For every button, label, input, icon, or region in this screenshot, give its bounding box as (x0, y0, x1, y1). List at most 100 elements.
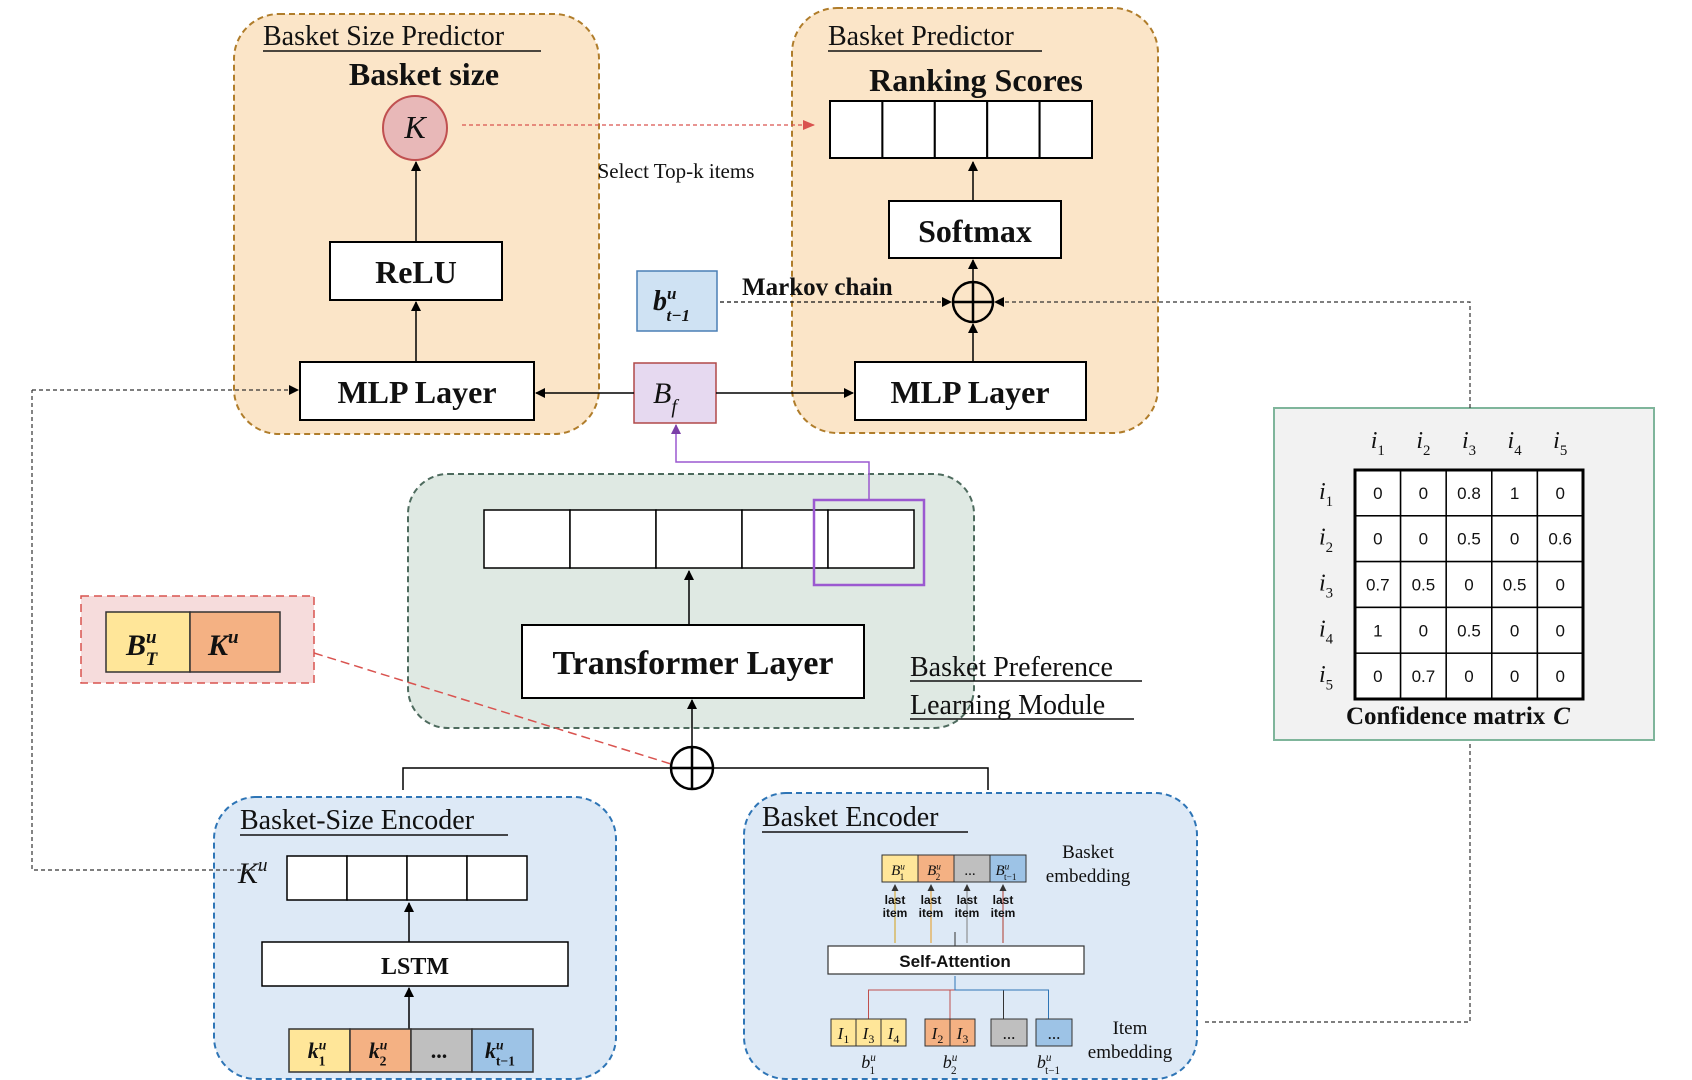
matrix-value: 1 (1510, 484, 1519, 503)
item-cell (990, 1018, 1028, 1047)
encoder-to-matrix-line (1205, 742, 1471, 1023)
matrix-value: 0.8 (1457, 484, 1481, 503)
matrix-cell (1536, 652, 1584, 700)
last-item-label: item (991, 906, 1016, 920)
matrix-cell (1399, 560, 1447, 609)
highlight-to-bf-arrow (671, 424, 870, 500)
item-label: I3 (956, 1024, 969, 1046)
preference-output-cells (483, 509, 915, 569)
matrix-cell (1536, 515, 1584, 563)
basket-embedding-label-line1: Basket (1062, 842, 1114, 863)
score-cell (986, 100, 1041, 159)
matrix-value: 0 (1419, 530, 1428, 549)
relu-box (329, 241, 503, 301)
matrix-value: 0.7 (1412, 667, 1436, 686)
last-item-label: last (957, 893, 978, 907)
matrix-value: 0 (1555, 621, 1564, 640)
matrix-cell (1536, 606, 1584, 654)
preference-cell (655, 509, 743, 569)
matrix-column-label: i3 (1462, 428, 1476, 459)
basket-encoder-title: Basket Encoder (762, 802, 939, 833)
select-topk-label: Select Top-k items (598, 159, 755, 183)
matrix-value: 0.5 (1457, 621, 1481, 640)
matrix-cell (1445, 606, 1493, 654)
matrix-column-label: i4 (1508, 428, 1523, 459)
last-item-label: item (955, 906, 980, 920)
size-encoder-title: Basket-Size Encoder (240, 805, 475, 836)
matrix-cell (1399, 652, 1447, 700)
basket-size-heading: Basket size (349, 56, 499, 92)
matrix-value: 0.6 (1548, 530, 1572, 549)
score-cell (933, 100, 989, 159)
legend-size-symbol: Ku (207, 627, 239, 662)
basket-size-input-cell (471, 1028, 534, 1073)
item-label: ... (1048, 1024, 1061, 1043)
matrix-column-label: i2 (1416, 428, 1430, 459)
basket-embedding-cell (917, 854, 955, 883)
item-cell (855, 1018, 882, 1047)
item-embedding-label-line1: Item (1113, 1018, 1148, 1039)
matrix-value: 1 (1373, 621, 1382, 640)
item-label: I3 (862, 1024, 875, 1046)
legend-connector (313, 652, 672, 765)
lstm-box (261, 941, 569, 987)
matrix-cell (1491, 560, 1539, 609)
basket-predictor-title: Basket Predictor (828, 21, 1015, 52)
matrix-row-label: i2 (1319, 525, 1333, 556)
matrix-row-label: i5 (1319, 662, 1333, 693)
ku-symbol: Ku (237, 855, 268, 890)
matrix-value: 0.5 (1412, 576, 1436, 595)
self-attention-label: Self-Attention (899, 952, 1010, 971)
matrix-cell (1354, 469, 1402, 517)
matrix-cell (1399, 515, 1447, 563)
basket-embedding-cell (881, 854, 919, 883)
item-label: I4 (887, 1024, 900, 1046)
preference-caption-line1: Basket Preference (910, 652, 1113, 683)
matrix-to-add-arrow (994, 297, 1471, 408)
score-cell (1038, 100, 1093, 159)
last-item-label: last (921, 893, 942, 907)
basket-mlp-box (854, 361, 1087, 421)
preference-cell (827, 509, 915, 569)
prev-basket-box (636, 270, 718, 332)
item-to-attention-lines (868, 976, 1049, 1019)
preference-caption-line2: Learning Module (910, 690, 1105, 721)
matrix-value: 0 (1464, 667, 1473, 686)
score-cell (881, 100, 936, 159)
matrix-value: 0 (1373, 484, 1382, 503)
item-label: ... (1003, 1024, 1016, 1043)
size-mlp-label: MLP Layer (337, 374, 496, 410)
item-cell (880, 1018, 907, 1047)
preference-cell (569, 509, 657, 569)
ku-cell (286, 855, 348, 901)
item-cell (1035, 1018, 1073, 1047)
relu-label: ReLU (375, 254, 457, 290)
matrix-value: 0 (1419, 484, 1428, 503)
ku-cell (406, 855, 468, 901)
transformer-label: Transformer Layer (552, 645, 833, 682)
matrix-cell (1536, 560, 1584, 609)
matrix-column-label: i1 (1371, 428, 1385, 459)
matrix-value: 0.5 (1457, 530, 1481, 549)
matrix-value: 0 (1373, 667, 1382, 686)
matrix-cell (1491, 606, 1539, 654)
matrix-row-label: i4 (1319, 616, 1334, 647)
transformer-box (521, 624, 865, 699)
basket-size-input-label: ... (431, 1038, 448, 1063)
matrix-column-label: i5 (1553, 428, 1567, 459)
item-embedding-label-line2: embedding (1088, 1042, 1173, 1063)
ku-output-cells (286, 855, 528, 901)
matrix-value: 0 (1555, 484, 1564, 503)
legend-basket-cell (105, 611, 191, 673)
basket-size-input-cell (288, 1028, 351, 1073)
basket-embedding-label: ... (964, 863, 975, 879)
basket-encoder-panel (743, 792, 1198, 1080)
